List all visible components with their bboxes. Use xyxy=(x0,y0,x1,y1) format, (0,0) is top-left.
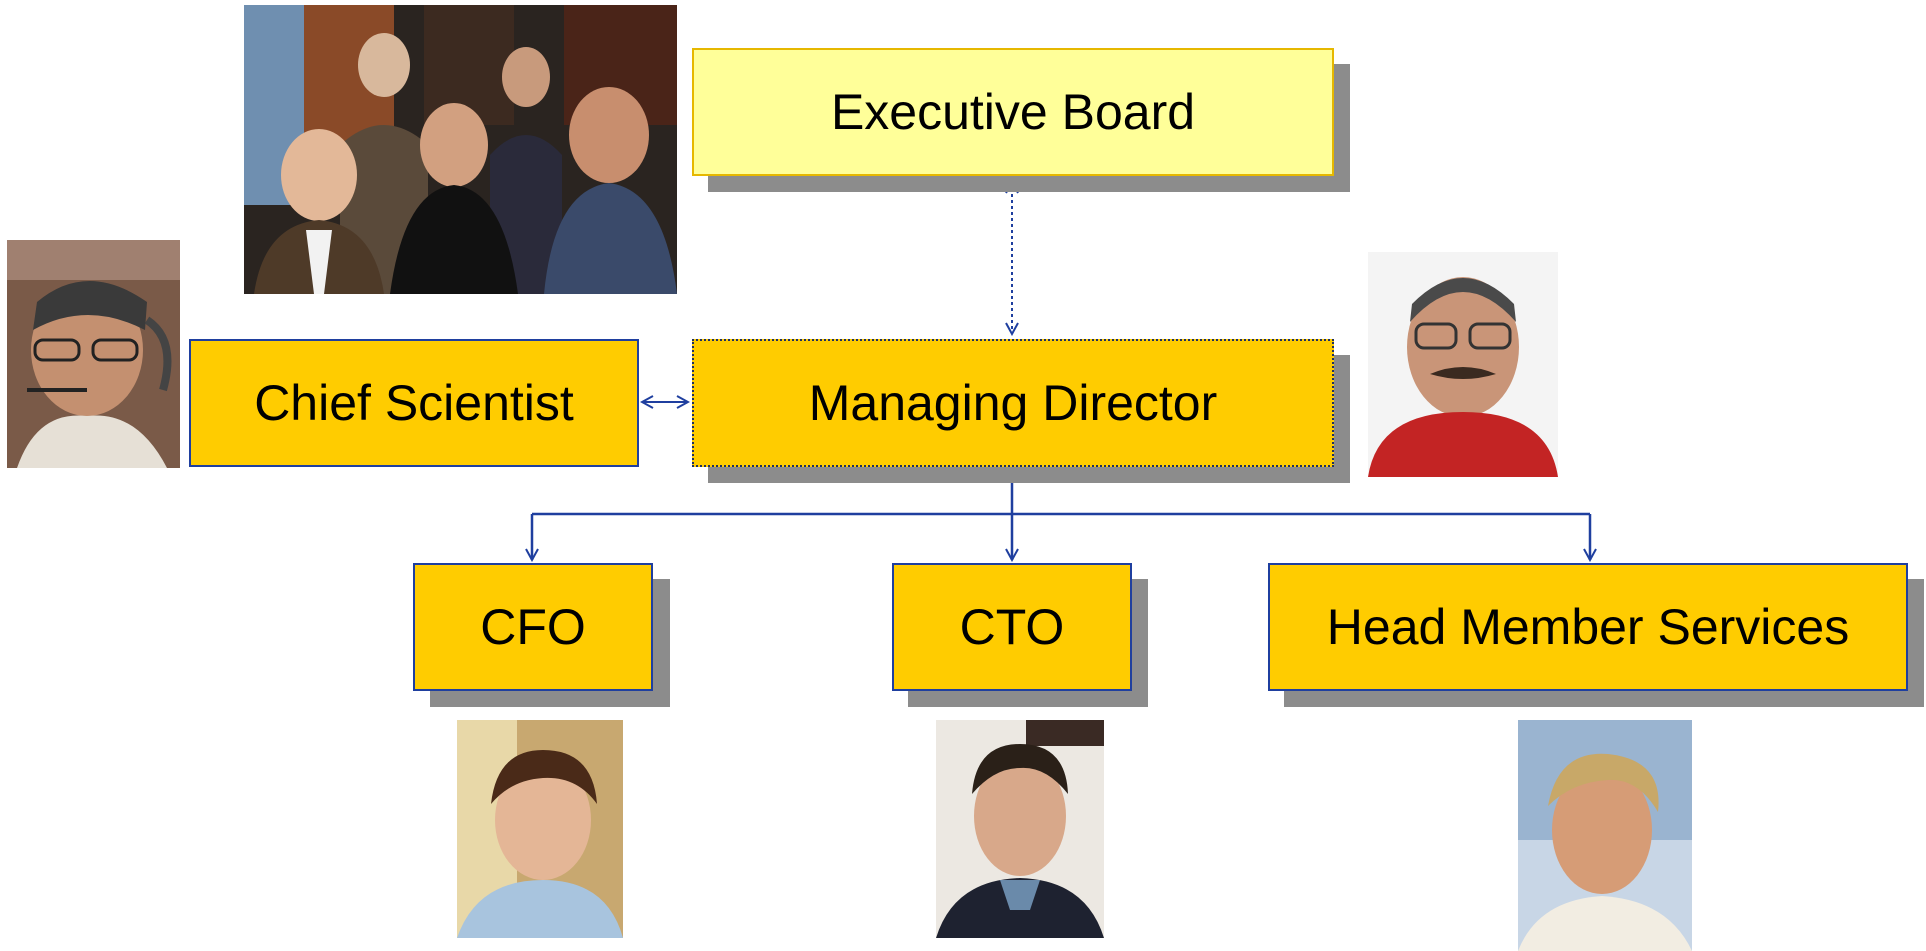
executive-board-label: Executive Board xyxy=(830,84,1196,140)
chief-scientist-photo xyxy=(7,240,180,468)
cto-label: CTO xyxy=(959,599,1065,655)
cfo-photo xyxy=(457,720,623,938)
managing-director-label: Managing Director xyxy=(808,375,1218,431)
managing-director-box[interactable]: Managing Director xyxy=(692,339,1334,467)
cfo-box[interactable]: CFO xyxy=(413,563,653,691)
chief-scientist-box[interactable]: Chief Scientist xyxy=(189,339,639,467)
head-member-services-label: Head Member Services xyxy=(1326,599,1850,655)
executive-board-box[interactable]: Executive Board xyxy=(692,48,1334,176)
cto-box[interactable]: CTO xyxy=(892,563,1132,691)
cfo-label: CFO xyxy=(480,599,586,655)
head-member-services-box[interactable]: Head Member Services xyxy=(1268,563,1908,691)
chief-scientist-label: Chief Scientist xyxy=(254,375,574,431)
executive-board-group-photo xyxy=(244,5,677,294)
cto-photo xyxy=(936,720,1104,938)
head-member-services-photo xyxy=(1518,720,1692,951)
managing-director-photo xyxy=(1368,252,1558,477)
